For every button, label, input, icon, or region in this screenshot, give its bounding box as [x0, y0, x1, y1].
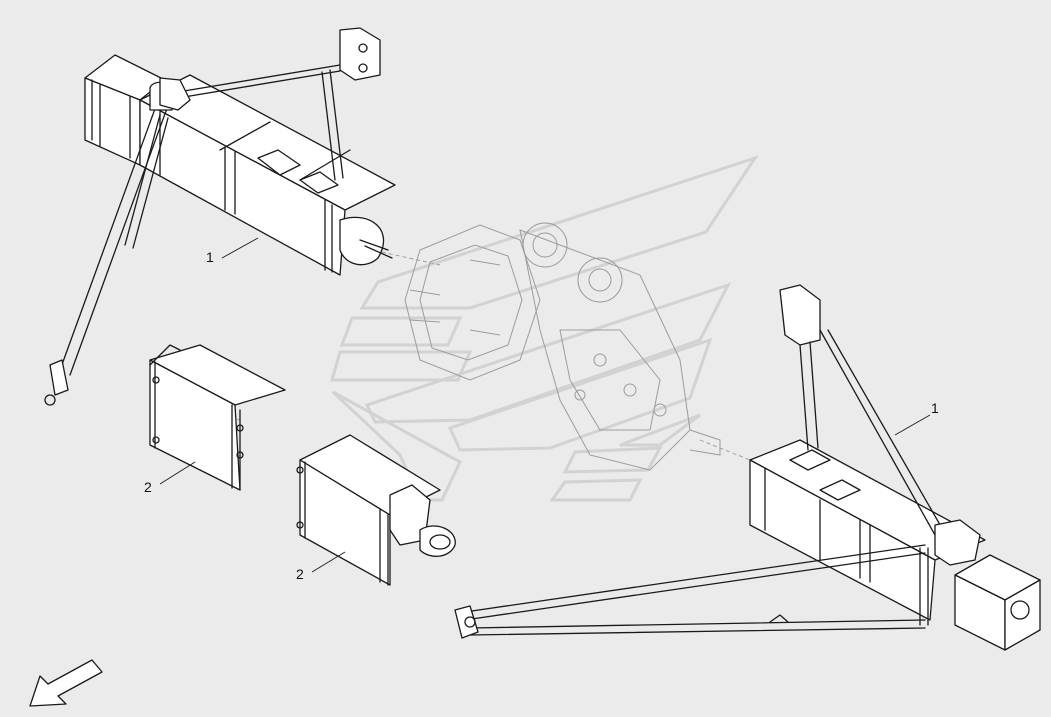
leader-line-1	[221, 237, 259, 259]
callout-label: 1	[206, 249, 214, 265]
callout-label: 1	[931, 400, 939, 416]
view-direction-arrow-icon	[29, 659, 103, 707]
watermark-logo	[330, 155, 759, 502]
callout-label: 2	[296, 566, 304, 582]
leader-line-2	[894, 414, 931, 436]
central-gearbox-hidden	[404, 222, 721, 471]
leader-line-4	[311, 551, 346, 573]
callout-label: 2	[144, 479, 152, 495]
cover-box-center	[296, 434, 456, 586]
leader-line-3	[159, 461, 196, 485]
cover-box-left	[149, 344, 286, 491]
assembly-top-left	[44, 27, 396, 406]
assembly-bottom-right	[454, 284, 1041, 651]
